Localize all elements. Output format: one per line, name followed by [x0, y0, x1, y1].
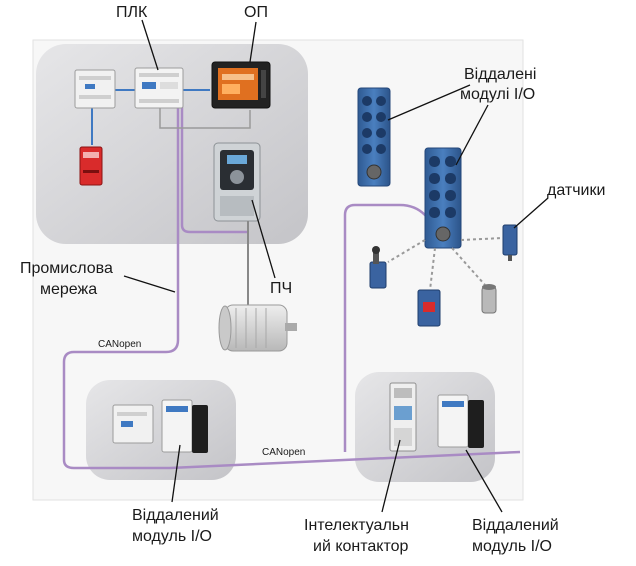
label-vfd: ПЧ — [270, 280, 292, 297]
label-remote-io-top-2: модулі I/O — [460, 86, 535, 103]
label-canopen-2: CANopen — [262, 447, 305, 458]
label-industrial-net-1: Промислова — [20, 260, 113, 277]
safety-relay — [79, 146, 103, 186]
remote-io-module-upper — [357, 87, 391, 187]
label-sensors: датчики — [547, 182, 605, 199]
remote-io-module-lower — [424, 147, 462, 249]
photoelectric-sensor — [417, 289, 441, 327]
label-plc: ПЛК — [116, 4, 148, 21]
label-canopen-1: CANopen — [98, 339, 141, 350]
smart-contactor-device — [389, 382, 417, 452]
vfd-device — [213, 142, 261, 222]
plc-links — [91, 89, 210, 145]
remote-io-right-devices — [437, 394, 484, 448]
label-industrial-net-2: мережа — [40, 281, 97, 298]
small-sensor — [502, 224, 518, 261]
label-remote-io-right-1: Віддалений — [472, 517, 559, 534]
network-cables — [62, 105, 521, 470]
label-operator-panel: ОП — [244, 4, 268, 21]
operator-panel-device — [211, 61, 271, 109]
plc-device — [134, 67, 184, 109]
power-supply-device — [74, 69, 116, 109]
inductive-sensor — [481, 284, 497, 314]
callout-lines — [123, 19, 549, 513]
label-smart-contactor-1: Інтелектуальн — [304, 517, 409, 534]
label-remote-io-right-2: модуль I/O — [472, 538, 552, 555]
sensor-links — [387, 237, 504, 291]
limit-switch-sensor — [369, 246, 387, 289]
label-remote-io-top-1: Віддалені — [464, 66, 536, 83]
electric-motor — [218, 304, 297, 352]
label-remote-io-left-1: Віддалений — [132, 507, 219, 524]
label-smart-contactor-2: ий контактор — [313, 538, 409, 555]
remote-io-left-devices — [112, 399, 208, 453]
hmi-cable — [159, 108, 251, 129]
label-remote-io-left-2: модуль I/O — [132, 528, 212, 545]
